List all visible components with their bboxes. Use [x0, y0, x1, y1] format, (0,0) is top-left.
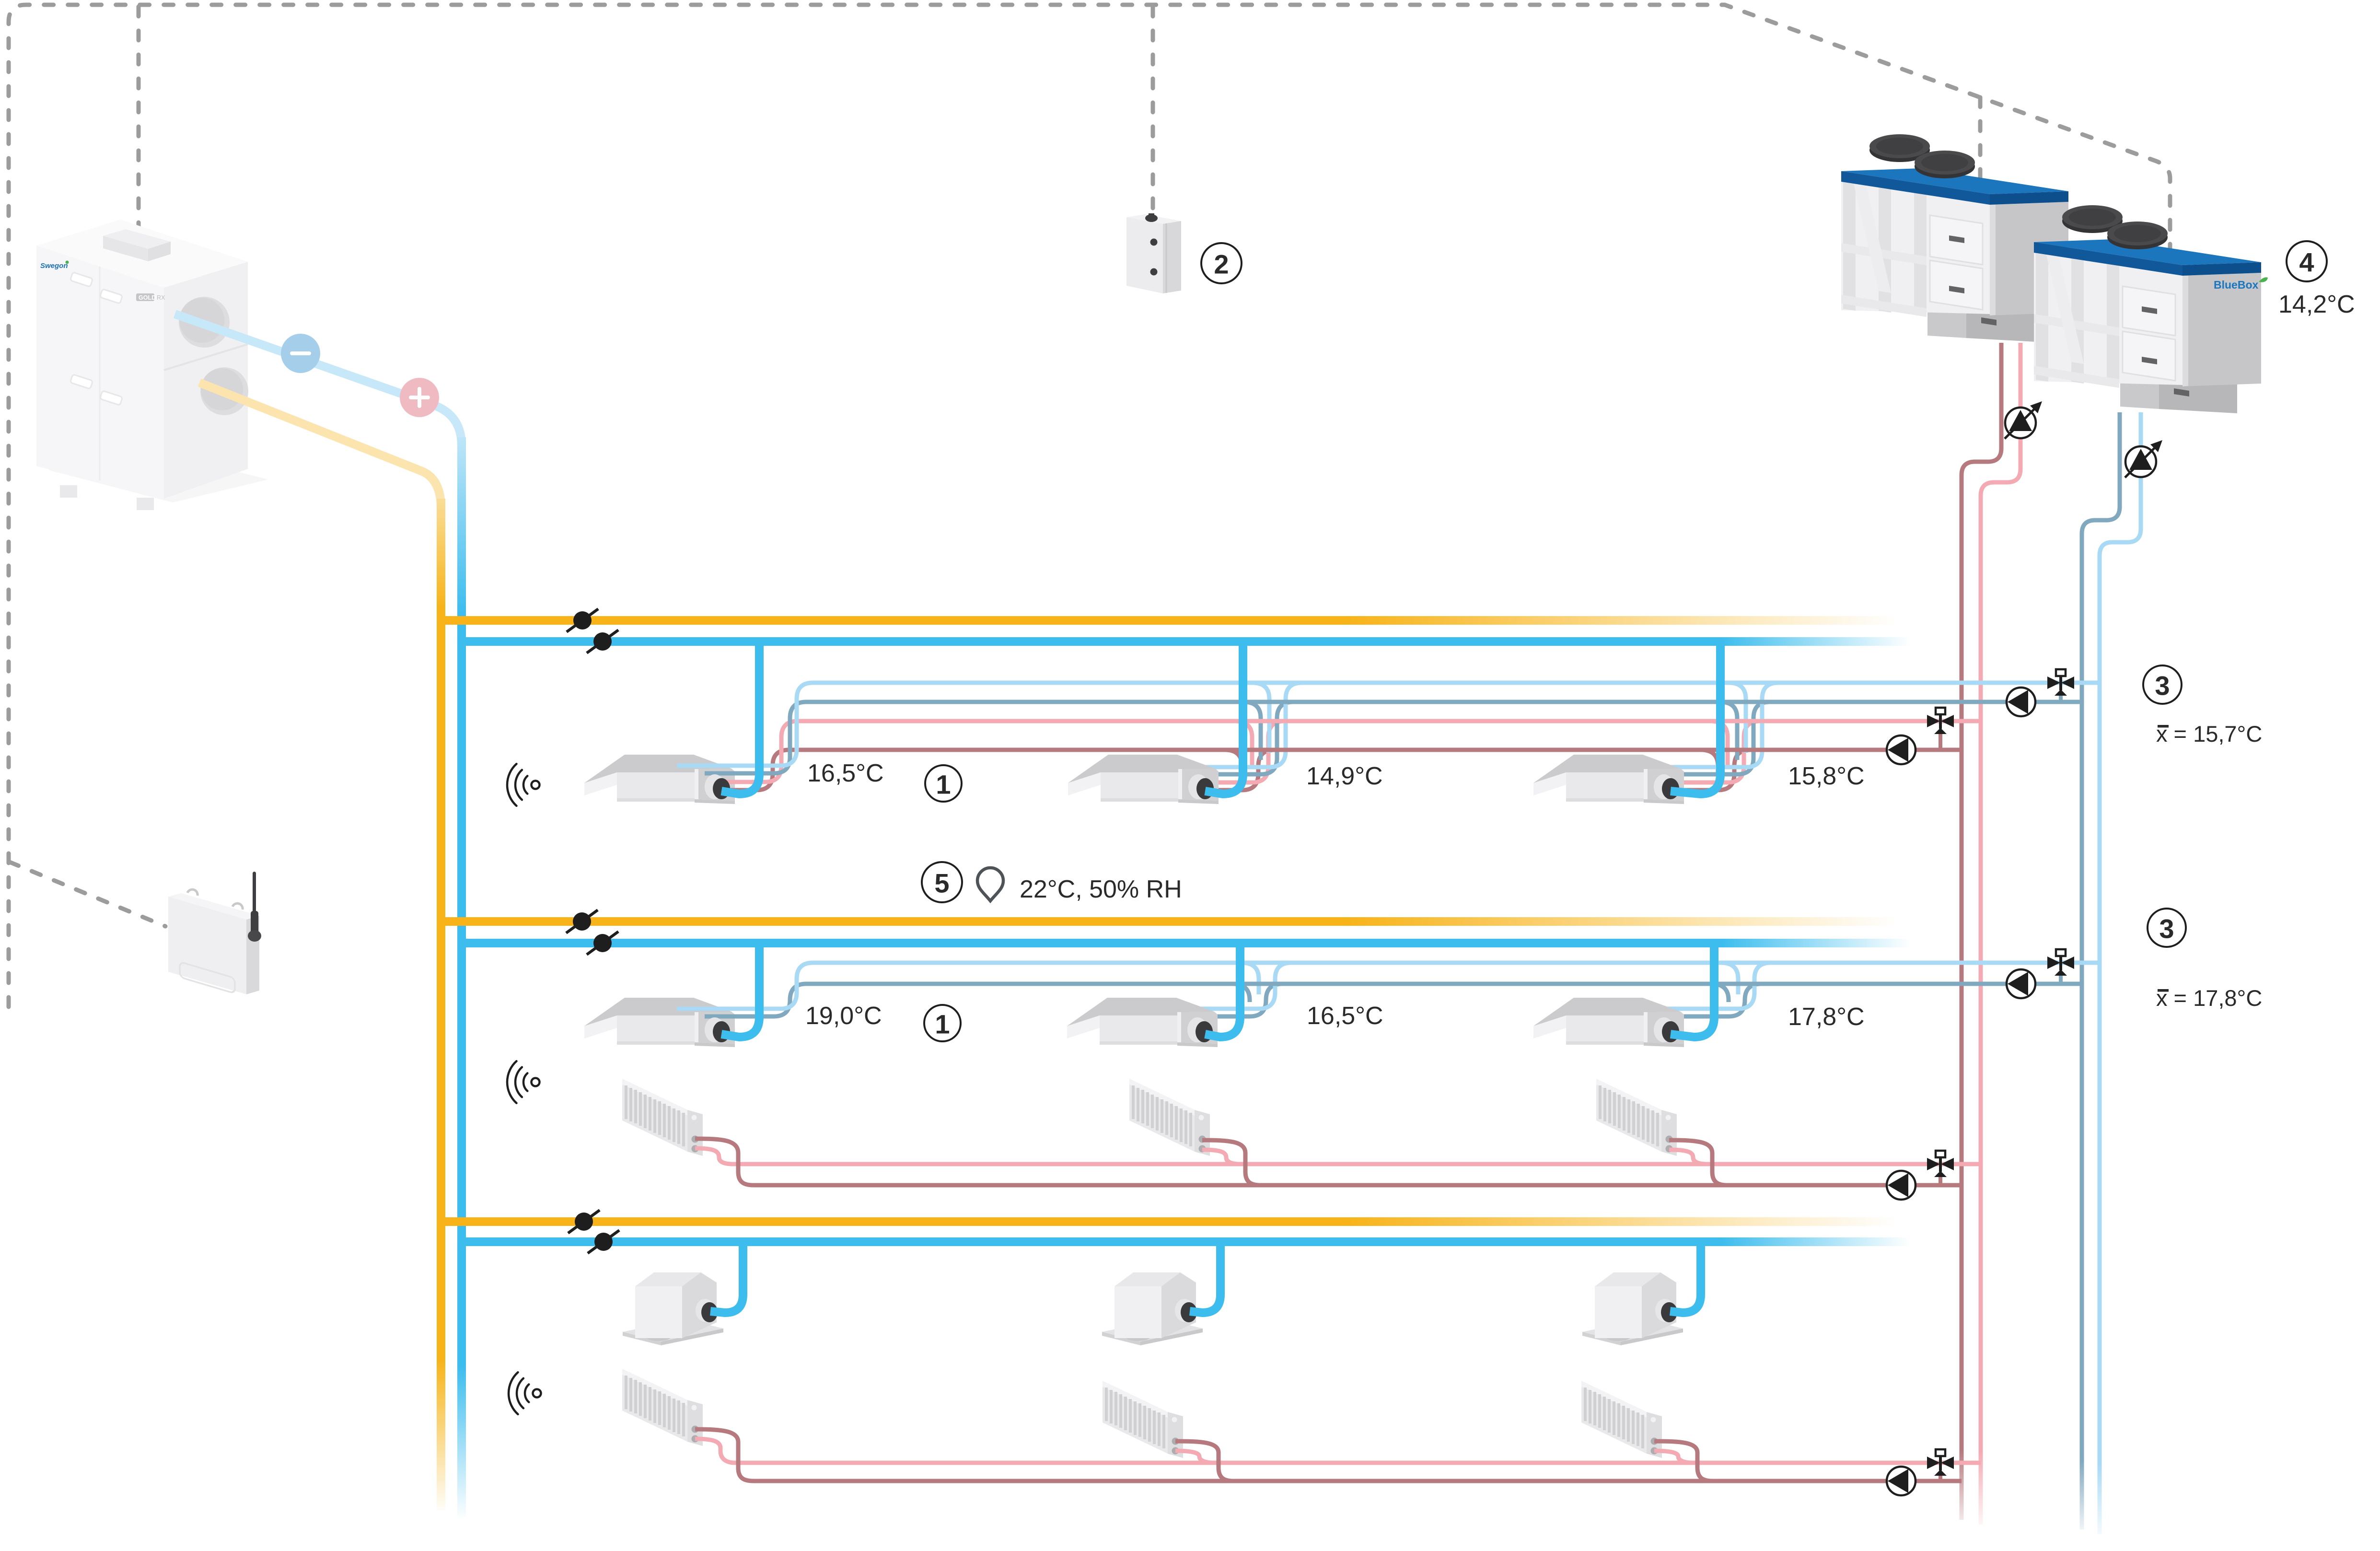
svg-text:RX: RX	[157, 294, 165, 301]
svg-text:Swegon: Swegon	[40, 262, 68, 270]
svg-text:5: 5	[934, 868, 949, 898]
svg-text:4: 4	[2299, 247, 2314, 278]
svg-text:x = 15,7°C: x = 15,7°C	[2156, 721, 2262, 746]
svg-text:16,5°C: 16,5°C	[1307, 1002, 1383, 1030]
svg-text:16,5°C: 16,5°C	[807, 759, 884, 787]
svg-text:17,8°C: 17,8°C	[1788, 1003, 1865, 1031]
svg-text:1: 1	[936, 770, 951, 800]
svg-text:1: 1	[935, 1009, 950, 1039]
svg-text:2: 2	[1214, 249, 1229, 280]
svg-text:15,8°C: 15,8°C	[1788, 762, 1865, 790]
svg-text:x = 17,8°C: x = 17,8°C	[2156, 985, 2262, 1011]
svg-text:14,9°C: 14,9°C	[1306, 762, 1383, 790]
svg-text:3: 3	[2155, 671, 2170, 701]
svg-text:3: 3	[2159, 914, 2174, 944]
svg-text:BlueBox: BlueBox	[2214, 279, 2259, 291]
svg-text:22°C, 50% RH: 22°C, 50% RH	[1020, 875, 1182, 903]
svg-text:19,0°C: 19,0°C	[805, 1002, 882, 1030]
svg-text:GOLD: GOLD	[139, 294, 156, 301]
svg-text:14,2°C: 14,2°C	[2278, 291, 2355, 318]
